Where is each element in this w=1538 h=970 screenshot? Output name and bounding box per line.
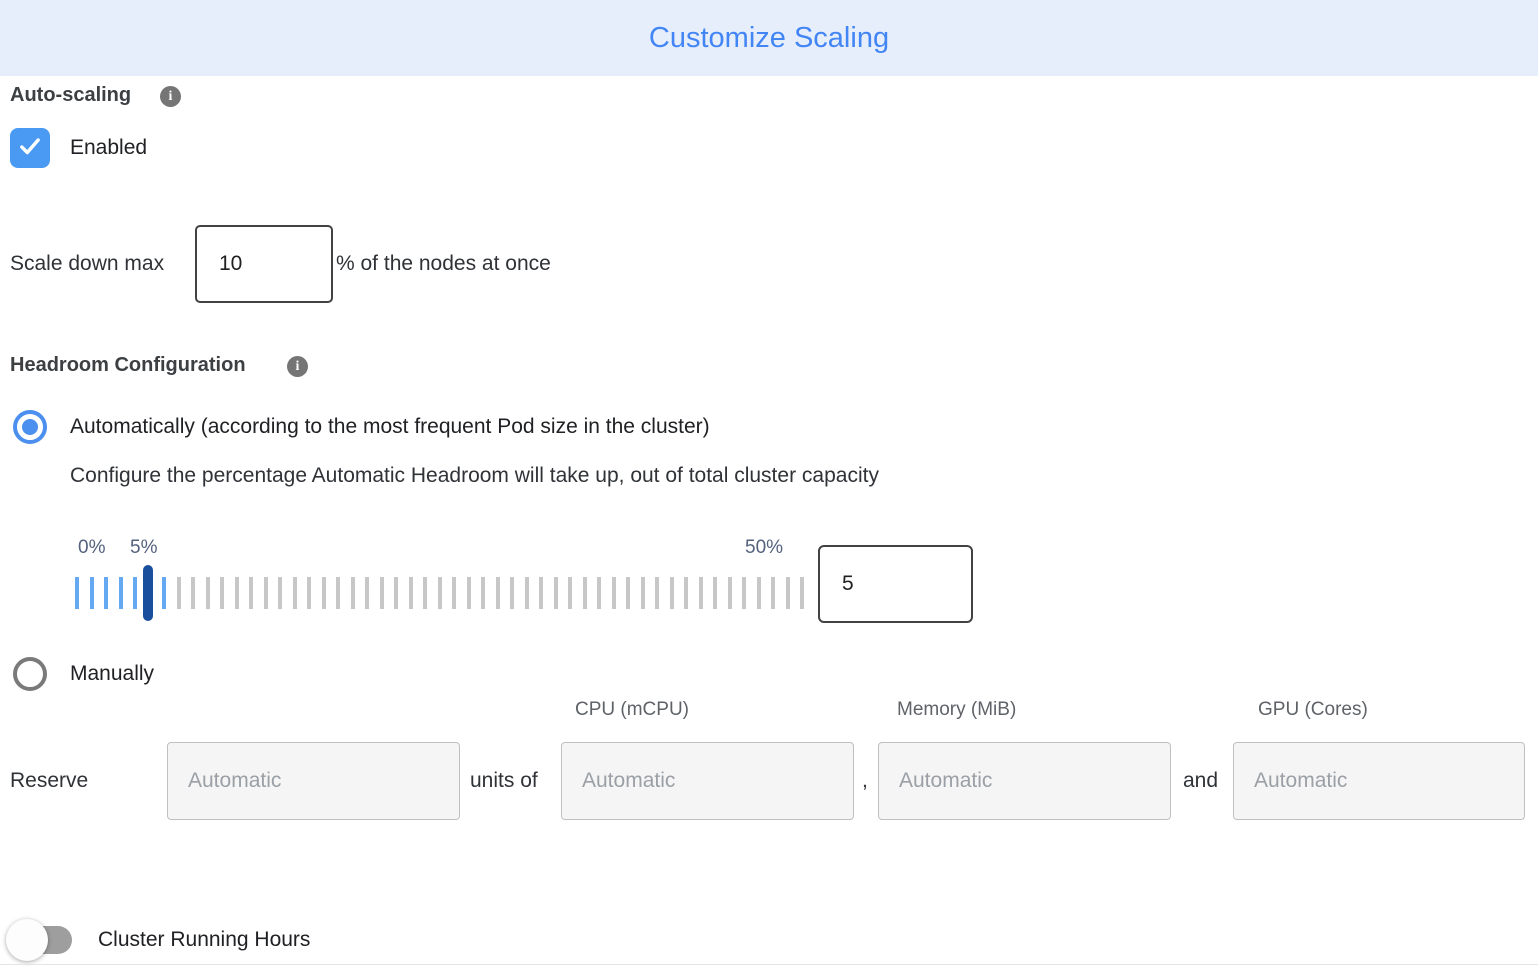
memory-column-header: Memory (MiB) [897,699,1017,720]
slider-tick[interactable] [466,577,471,609]
slider-tick[interactable] [640,577,645,609]
slider-tick[interactable] [162,577,166,609]
enabled-label: Enabled [70,136,148,159]
slider-tick[interactable] [481,577,485,609]
comma-separator: , [862,769,868,792]
slider-tick[interactable] [408,577,413,609]
slider-tick[interactable] [249,577,253,609]
slider-tick[interactable] [582,577,587,609]
and-label: and [1183,769,1219,792]
auto-scaling-enabled-checkbox[interactable] [10,128,50,168]
slider-tick[interactable] [104,577,108,609]
slider-tick[interactable] [205,577,210,609]
slider-tick[interactable] [437,577,442,609]
slider-tick[interactable] [176,577,181,609]
slider-tick[interactable] [118,577,123,609]
slider-tick[interactable] [785,577,790,609]
headroom-manually-radio[interactable] [13,657,47,691]
slider-tick[interactable] [278,577,282,609]
slider-tick[interactable] [655,577,659,609]
auto-scaling-info-icon[interactable]: i [160,86,181,107]
slider-value-label: 5% [130,537,158,558]
slider-tick[interactable] [220,577,224,609]
slider-tick[interactable] [553,577,558,609]
slider-min-label: 0% [78,537,106,558]
slider-max-label: 50% [745,537,784,558]
slider-tick[interactable] [495,577,500,609]
slider-tick[interactable] [307,577,311,609]
slider-tick[interactable] [626,577,630,609]
reserve-memory-input[interactable] [878,742,1171,820]
reserve-units-input[interactable] [167,742,460,820]
headroom-percentage-input[interactable] [818,545,973,623]
scale-down-max-label: Scale down max [10,252,165,275]
slider-tick[interactable] [365,577,369,609]
headroom-configuration-label: Headroom Configuration [10,354,246,376]
slider-tick[interactable] [597,577,601,609]
scale-down-suffix-label: % of the nodes at once [336,252,551,275]
slider-tick[interactable] [568,577,572,609]
slider-tick[interactable] [423,577,427,609]
slider-tick[interactable] [75,577,79,609]
slider-tick[interactable] [800,577,804,609]
units-of-label: units of [470,769,538,792]
checkmark-icon [17,133,43,164]
slider-tick[interactable] [742,577,746,609]
slider-tick[interactable] [756,577,761,609]
slider-tick[interactable] [510,577,514,609]
toggle-knob[interactable] [6,919,48,961]
slider-thumb[interactable] [142,565,153,621]
slider-tick[interactable] [698,577,703,609]
cluster-running-hours-toggle[interactable] [6,919,72,961]
slider-tick[interactable] [771,577,775,609]
slider-tick[interactable] [321,577,326,609]
headroom-automatic-label: Automatically (according to the most fre… [70,415,710,438]
slider-tick[interactable] [89,577,94,609]
slider-tick[interactable] [350,577,355,609]
slider-tick[interactable] [539,577,543,609]
slider-tick[interactable] [611,577,616,609]
gpu-column-header: GPU (Cores) [1258,699,1368,720]
panel-header: Customize Scaling [0,0,1538,76]
slider-tick[interactable] [452,577,456,609]
bottom-divider [0,964,1538,965]
slider-tick[interactable] [684,577,688,609]
slider-tick[interactable] [191,577,195,609]
slider-tick[interactable] [234,577,239,609]
auto-scaling-label: Auto-scaling [10,84,132,106]
reserve-gpu-input[interactable] [1233,742,1525,820]
slider-tick[interactable] [669,577,674,609]
slider-tick[interactable] [336,577,340,609]
page-title: Customize Scaling [648,22,890,54]
slider-tick[interactable] [713,577,717,609]
cluster-running-hours-label: Cluster Running Hours [98,928,311,951]
slider-tick[interactable] [394,577,398,609]
headroom-manually-label: Manually [70,662,155,685]
slider-tick[interactable] [133,577,137,609]
scale-down-max-input[interactable] [195,225,333,303]
slider-tick[interactable] [524,577,529,609]
slider-tick[interactable] [292,577,297,609]
reserve-cpu-input[interactable] [561,742,854,820]
slider-tick[interactable] [379,577,384,609]
cpu-column-header: CPU (mCPU) [575,699,689,720]
slider-tick[interactable] [263,577,268,609]
headroom-percentage-slider[interactable] [75,565,804,621]
reserve-label: Reserve [10,769,89,792]
headroom-description: Configure the percentage Automatic Headr… [70,464,879,487]
slider-tick[interactable] [727,577,732,609]
headroom-info-icon[interactable]: i [287,356,308,377]
headroom-automatic-radio[interactable] [13,410,47,444]
